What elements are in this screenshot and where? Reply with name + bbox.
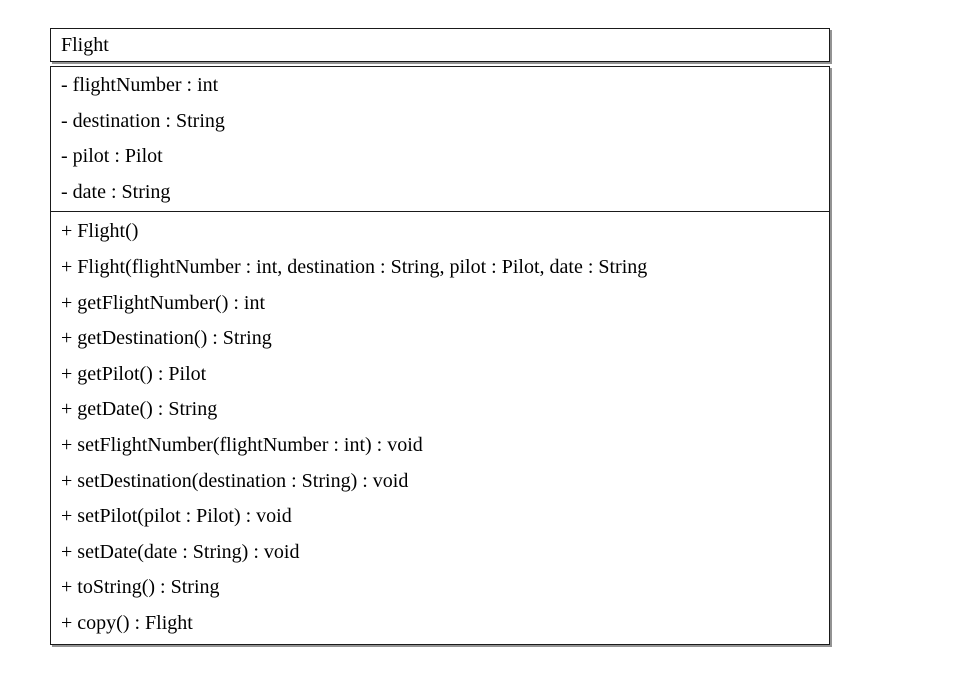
method-row: + setFlightNumber(flightNumber : int) : … [61,433,423,456]
uml-class-diagram: Flight - flightNumber : int - destinatio… [50,28,830,645]
attribute-row: - flightNumber : int [61,74,219,96]
method-row: + getPilot() : Pilot [61,362,207,385]
method-row: + Flight(flightNumber : int, destination… [61,255,648,278]
method-row: + getDate() : String [61,398,218,421]
method-row: + setPilot(pilot : Pilot) : void [61,505,292,528]
method-row: + toString() : String [61,576,220,599]
method-row: + setDate(date : String) : void [61,540,300,563]
attribute-row: - pilot : Pilot [61,145,163,168]
method-row: + copy() : Flight [61,611,193,634]
class-title-box: Flight [50,28,830,62]
method-row: + Flight() [61,220,139,243]
methods-section: + Flight() + Flight(flightNumber : int, … [51,212,829,643]
method-row: + getDestination() : String [61,327,272,350]
attribute-row: - destination : String [61,109,225,132]
attributes-section: - flightNumber : int - destination : Str… [51,67,829,213]
class-body-box: - flightNumber : int - destination : Str… [50,66,830,645]
class-name: Flight [61,33,109,56]
method-row: + setDestination(destination : String) :… [61,469,409,492]
method-row: + getFlightNumber() : int [61,291,266,314]
attribute-row: - date : String [61,180,171,203]
